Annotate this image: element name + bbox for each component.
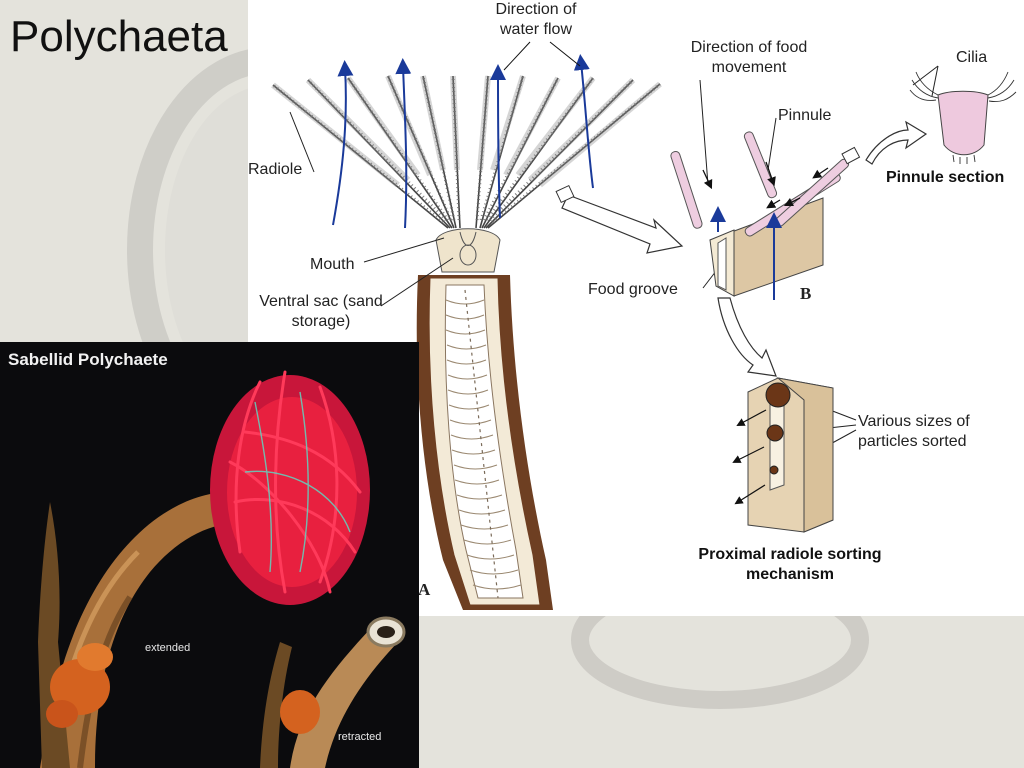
food-movement-arrows (702, 161, 829, 209)
caption-extended: extended (145, 642, 191, 654)
label-pinnule: Pinnule (778, 107, 832, 124)
sabellid-photo: Sabellid Polychaete extended retracted (0, 342, 419, 768)
label-figure-a: A (418, 580, 431, 599)
worm-tube (416, 275, 553, 610)
sorting-block (747, 377, 834, 533)
caption-retracted: retracted (338, 731, 382, 743)
particle-arrows (732, 409, 767, 505)
photo-title: Sabellid Polychaete (8, 350, 168, 369)
sabellid-photo-image (0, 342, 419, 768)
pinnule-section-arrow (865, 120, 928, 165)
label-ventral-sac: Ventral sac (sand storage) (259, 293, 383, 330)
label-sorting-mechanism: Proximal radiole sorting mechanism (698, 546, 882, 583)
label-particles: Various sizes of particles sorted (858, 413, 970, 450)
label-water-flow: Direction of water flow (495, 1, 577, 38)
label-figure-b: B (800, 284, 812, 303)
label-cilia: Cilia (956, 49, 988, 66)
upward-current-arrows (710, 206, 782, 300)
diagram-artwork (271, 41, 1017, 610)
detail-arrow (561, 194, 684, 254)
water-flow-arrows (332, 54, 594, 229)
label-food-groove: Food groove (588, 281, 678, 298)
collar (435, 228, 501, 273)
label-radiole: Radiole (248, 161, 303, 178)
radiole-block (670, 131, 861, 297)
feeding-diagram: Direction of water flow Direction of foo… (248, 0, 1024, 616)
label-mouth: Mouth (310, 256, 355, 273)
sorting-arrow (717, 297, 777, 377)
label-food-movement: Direction of food movement (690, 39, 808, 76)
water-flow-pointer-lines (503, 41, 581, 71)
slide-title: Polychaeta (10, 12, 228, 61)
pinnule-section-drawing (909, 71, 1017, 164)
radiole-crown (271, 74, 662, 229)
label-pinnule-section: Pinnule section (886, 169, 1005, 186)
